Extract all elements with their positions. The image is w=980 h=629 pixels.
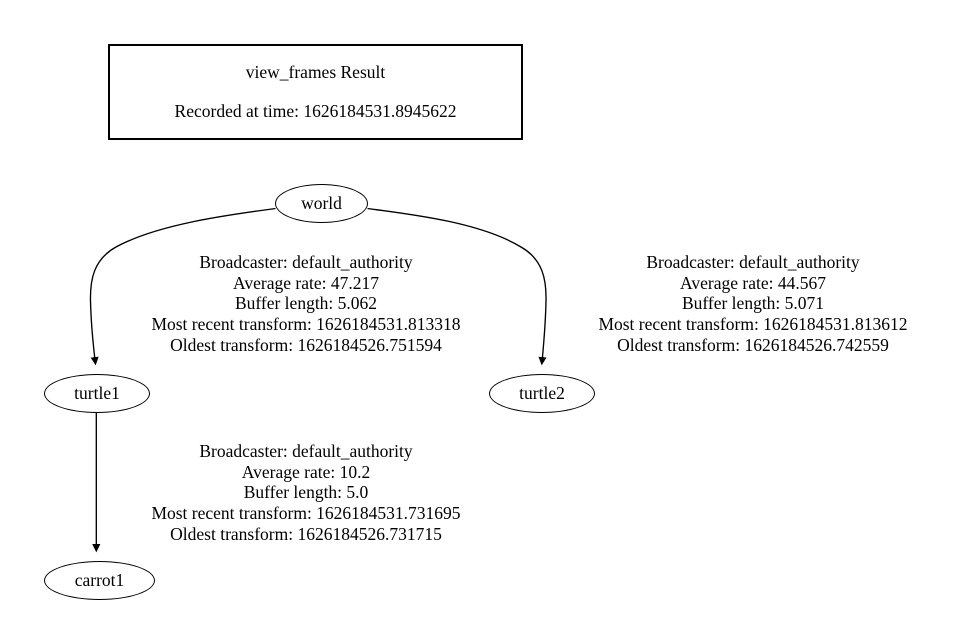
node-turtle1[interactable]: turtle1 [44,374,150,413]
node-turtle1-label: turtle1 [74,382,120,403]
edge-label-line: Buffer length: 5.062 [234,293,378,314]
edge-label-line: Broadcaster: default_authority [199,441,413,461]
result-title: view_frames Result [245,61,386,82]
edge-label-line: Average rate: 10.2 [241,461,371,482]
edge-label-line: Buffer length: 5.0 [243,482,369,503]
node-turtle2-label: turtle2 [519,382,565,403]
edge-label-line: Most recent transform: 1626184531.813318 [151,313,461,334]
edge-label-line: Oldest transform: 1626184526.742559 [617,334,889,355]
node-carrot1-label: carrot1 [74,569,125,590]
result-header-box: view_frames Result Recorded at time: 162… [108,44,523,140]
edge-label-line: Most recent transform: 1626184531.813612 [598,313,908,334]
edge-label-world-turtle2: Broadcaster: default_authority Average r… [533,252,973,355]
edge-label-line: Oldest transform: 1626184526.751594 [170,334,442,355]
edge-label-line: Average rate: 44.567 [680,272,826,293]
edge-label-world-turtle1: Broadcaster: default_authority Average r… [86,252,526,355]
node-carrot1[interactable]: carrot1 [44,561,155,600]
edge-label-turtle1-carrot1: Broadcaster: default_authority Average r… [86,441,526,544]
node-world-label: world [301,192,342,213]
edge-label-line: Oldest transform: 1626184526.731715 [170,523,442,544]
recorded-at-time: Recorded at time: 1626184531.8945622 [174,101,457,121]
node-turtle2[interactable]: turtle2 [489,374,595,413]
edge-label-line: Broadcaster: default_authority [646,252,860,272]
edge-label-line: Average rate: 47.217 [233,272,379,293]
edge-label-line: Buffer length: 5.071 [681,293,825,314]
edge-label-line: Most recent transform: 1626184531.731695 [151,502,461,523]
node-world[interactable]: world [275,184,368,223]
edge-label-line: Broadcaster: default_authority [199,252,413,272]
